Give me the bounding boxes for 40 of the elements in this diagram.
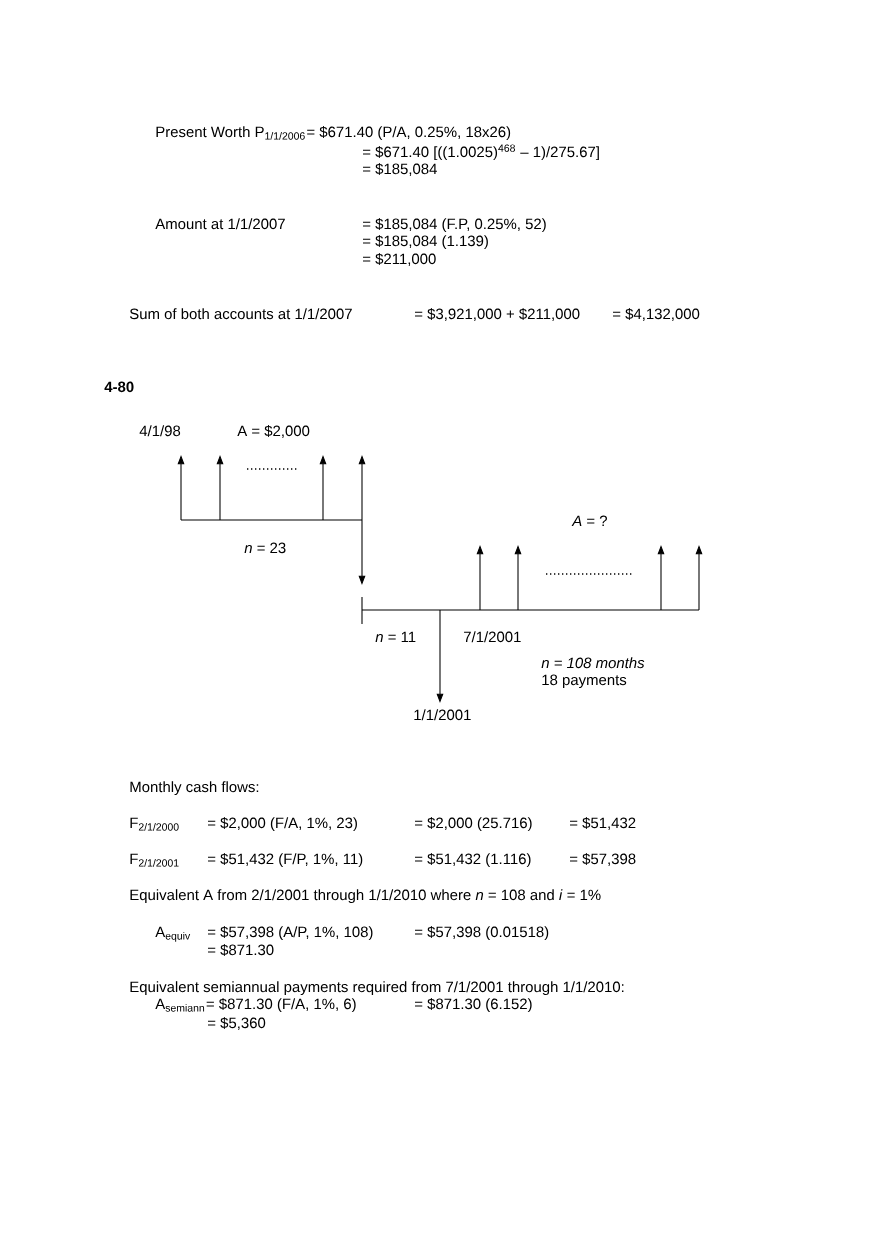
text-line: = $51,432 (570, 816, 636, 830)
text-line: = $211,000 (363, 252, 436, 266)
text-line: = $2,000 (25.716) (415, 816, 532, 832)
text-line: 1/1/2001 (414, 709, 471, 721)
text-line: A = ? (571, 515, 607, 526)
text-line: Equivalent semiannual payments required from 7/1/2001 through 1/1/2010: (130, 981, 624, 996)
text-line: = $2,000 (F/A, 1%, 23) (208, 816, 357, 832)
text-line: Monthly cash flows: (130, 781, 259, 796)
text-line: = $4,132,000 (613, 307, 700, 321)
text-line: = $185,084 (1.139) (363, 234, 488, 250)
text-line: 7/1/2001 (464, 631, 521, 643)
text-line: n = 23 (244, 542, 286, 554)
text-line: = $57,398 (A/P, 1%, 108) (208, 925, 373, 941)
text-line: F$_{2/1/2000}$ (130, 817, 179, 831)
text-line: Present Worth P$_{1/1/2006}$ (156, 126, 305, 140)
text-line: = $51,432 (1.116) (415, 852, 531, 868)
text-line: = $871.30 (6.152) (415, 997, 532, 1013)
text-line: A = $2,000 (237, 424, 310, 438)
text-line: n = 11 (375, 631, 416, 642)
text-line: = $871.30 (F/A, 1%, 6) (206, 997, 356, 1013)
text-line: 4/1/98 (139, 425, 181, 437)
text-line: = $871.30 (208, 943, 274, 957)
text-line: = $185,084 (F.P, 0.25%, 52) (363, 217, 546, 233)
text-line: = $5,360 (208, 1016, 266, 1030)
text-line: Sum of both accounts at 1/1/2007 (129, 308, 352, 320)
text-line: = $185,084 (363, 162, 437, 176)
text-line: = $51,432 (F/P, 1%, 11) (208, 852, 363, 868)
text-line: = $671.40 (P/A, 0.25%, 18x26) (307, 125, 511, 141)
text-line: = $671.40 [((1.0025)$^{468}$ – 1)/275.67] (363, 144, 599, 161)
text-line: 18 payments (542, 674, 627, 689)
problem-number: 4-80 (104, 381, 134, 393)
text-line: A$_{semiann}$ (155, 998, 205, 1012)
text-line: = $57,398 (0.01518) (415, 925, 549, 941)
text-line: F$_{2/1/2001}$ (130, 853, 179, 867)
text-line: n = 108 months (541, 657, 645, 669)
text-line: A$_{equiv}$ (155, 926, 191, 942)
text-line: = $57,398 (570, 852, 636, 866)
text-line: Amount at 1/1/2007 (155, 218, 285, 230)
text-line: = $3,921,000 + $211,000 (415, 307, 580, 321)
text-line: Equivalent A from 2/1/2001 through 1/1/2010 where n = 108 and i = 1% (130, 889, 601, 904)
